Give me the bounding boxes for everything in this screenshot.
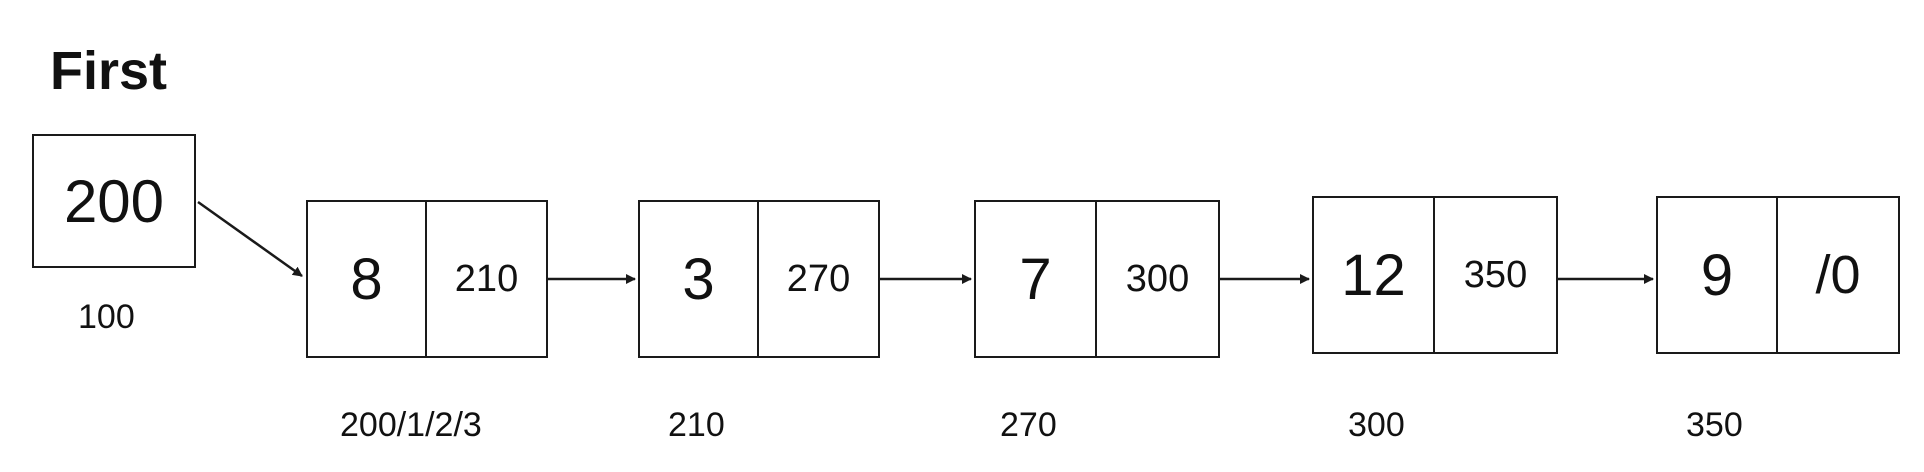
node-address: 270	[1000, 406, 1057, 444]
list-node-3: 7 300	[974, 200, 1220, 358]
list-node-4: 12 350	[1312, 196, 1558, 354]
node-next-field: 350	[1463, 253, 1528, 296]
list-node-2: 3 270	[638, 200, 880, 358]
node-address: 300	[1348, 406, 1405, 444]
list-node-1: 8 210	[306, 200, 548, 358]
list-node-5: 9 /0	[1656, 196, 1900, 354]
node-data-field: 12	[1314, 198, 1435, 352]
node-address: 200/1/2/3	[340, 406, 482, 444]
node-next-field: 300	[1125, 257, 1190, 300]
node-next-field: /0	[1815, 245, 1861, 305]
head-pointer-box: 200	[32, 134, 196, 268]
head-pointer-address: 100	[78, 298, 135, 336]
node-data-field: 3	[640, 202, 759, 356]
node-data-field: 9	[1658, 198, 1778, 352]
node-address: 350	[1686, 406, 1743, 444]
node-address: 210	[668, 406, 725, 444]
head-to-node-arrow	[197, 200, 303, 278]
node-next-field: 210	[454, 257, 519, 300]
node-data-field: 7	[976, 202, 1097, 356]
node-next-field: 270	[786, 257, 851, 300]
node-data-field: 8	[308, 202, 427, 356]
diagram-title: First	[50, 41, 168, 101]
